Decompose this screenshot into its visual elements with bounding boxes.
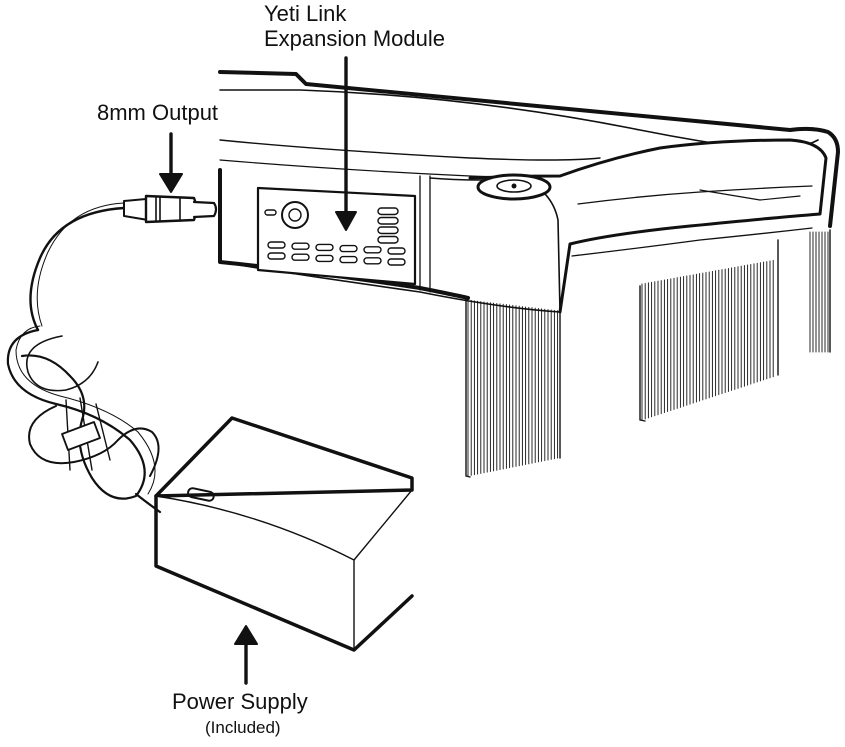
port-icon: [377, 207, 399, 216]
port-icon: [363, 246, 382, 254]
station-lid-knob: [476, 173, 552, 201]
brick-top-face: [154, 416, 414, 498]
port-icon: [339, 255, 358, 264]
station-body-edge-shading: [809, 231, 829, 353]
plug-body: [144, 194, 198, 224]
power-button-icon: [281, 201, 309, 229]
expansion-module-panel: [256, 186, 417, 286]
port-icon: [387, 258, 406, 266]
panel-port-grid-icon: [267, 241, 406, 266]
arrow-to-expansion-module: [335, 56, 357, 231]
cable-coil-1: [6, 328, 146, 500]
brick-top-edge: [155, 489, 413, 561]
station-handle-inner: [571, 185, 813, 257]
port-icon: [377, 235, 399, 244]
port-icon: [363, 257, 382, 265]
arrow-head: [335, 211, 357, 231]
expansion-module-label: Expansion Module: [264, 26, 446, 51]
arrow-to-power-supply: [234, 625, 258, 685]
plug-strain-relief: [123, 198, 149, 221]
power-supply-label: Power Supply: [172, 689, 308, 714]
port-icon: [291, 253, 310, 261]
cable-coil-2: [15, 325, 156, 495]
panel-led-icon: [264, 209, 277, 216]
cable-coil-4: [26, 335, 99, 392]
yeti-link-label: Yeti Link: [264, 1, 347, 26]
power-cable: [6, 202, 162, 514]
port-icon: [387, 247, 406, 255]
led-indicator-icon: [187, 487, 215, 502]
plug-tip: [192, 200, 218, 219]
cable-tie: [61, 421, 101, 451]
cable-coil-3: [28, 405, 160, 477]
port-icon: [339, 244, 358, 253]
output-label: 8mm Output: [97, 100, 219, 125]
cable-main-inner: [36, 202, 125, 327]
port-icon: [315, 254, 334, 263]
arrow-head: [159, 173, 183, 193]
port-icon: [267, 252, 286, 260]
station-body-left-shading: [467, 299, 559, 477]
port-icon: [267, 241, 286, 249]
station-body-outline: [465, 229, 831, 478]
brick-front-face: [154, 494, 414, 652]
port-icon: [377, 226, 399, 235]
port-icon: [377, 216, 399, 225]
station-handle-cavity: [699, 189, 801, 201]
yeti-power-station: [218, 70, 840, 478]
station-corner-bevel: [419, 175, 431, 293]
dc-plug-icon: [123, 194, 218, 224]
cable-main: [29, 206, 126, 332]
station-body-right-shading: [641, 259, 774, 421]
panel-side-port-column-icon: [377, 207, 399, 244]
port-icon: [291, 242, 310, 250]
arrow-to-8mm-output: [159, 132, 183, 193]
cable-to-brick: [134, 492, 162, 514]
port-icon: [315, 243, 334, 252]
plug-ridges: [155, 196, 181, 222]
power-brick-icon: [154, 416, 414, 652]
power-supply-included-label: (Included): [205, 718, 281, 737]
station-front-ridge: [219, 139, 601, 161]
arrow-head: [234, 625, 258, 645]
